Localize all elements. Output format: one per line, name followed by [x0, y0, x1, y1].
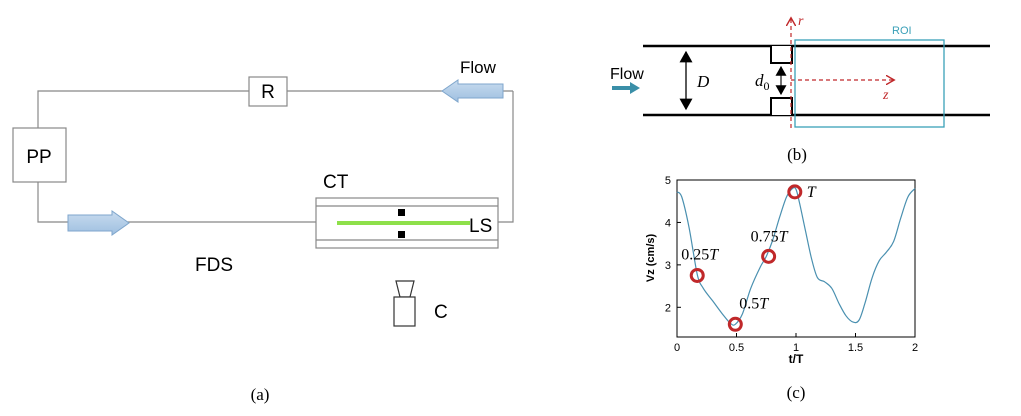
- stenosis-top: [770, 46, 793, 64]
- fds-label: FDS: [195, 255, 233, 276]
- y-tick-label: 4: [665, 217, 671, 229]
- timepoint-label: T: [807, 184, 817, 201]
- c-label: C: [434, 302, 448, 323]
- panel-a-flow-diagram: PP R Flow CT LS FDS C (a): [12, 58, 514, 404]
- circuit-line: [498, 91, 514, 223]
- circuit-line: [37, 90, 249, 128]
- x-axis-label: t/T: [789, 352, 804, 366]
- x-tick-group: 0 0.5 1 1.5 2: [674, 333, 918, 354]
- ct-label: CT: [323, 172, 349, 193]
- stenosis-marker: [398, 209, 405, 216]
- x-tick-label: 2: [912, 342, 918, 354]
- x-tick-label: 0.5: [729, 342, 744, 354]
- x-tick-label: 1.5: [848, 342, 863, 354]
- timepoint-marker: [727, 316, 743, 332]
- r-label: R: [261, 82, 275, 103]
- flow-label-b: Flow: [610, 66, 644, 83]
- d0-label: d0: [755, 71, 770, 93]
- y-tick-label: 3: [665, 260, 671, 272]
- timepoint-label: 0.75T: [751, 228, 789, 245]
- y-tick-group: 2 3 4 5: [665, 175, 681, 314]
- flow-arrow-icon: [441, 79, 504, 103]
- panel-b-caption: (b): [787, 145, 807, 164]
- panel-c-caption: (c): [787, 383, 806, 402]
- timepoint-marker: [761, 248, 777, 264]
- stenosis-bottom: [770, 97, 793, 115]
- panel-a-caption: (a): [251, 385, 270, 404]
- y-tick-label: 5: [665, 175, 671, 187]
- timepoint-label: 0.25T: [681, 246, 719, 263]
- flow-label-a: Flow: [460, 58, 497, 77]
- stenosis-marker: [398, 231, 405, 238]
- marker-group: 0.25T 0.5T 0.75T T: [681, 184, 817, 332]
- pp-label: PP: [26, 147, 51, 168]
- flow-arrow-icon: [612, 82, 640, 94]
- timepoint-marker: [787, 184, 803, 200]
- timepoint-marker: [689, 267, 705, 283]
- x-tick-label: 1: [793, 342, 799, 354]
- d-label: D: [696, 72, 710, 91]
- circuit-line: [37, 182, 316, 223]
- y-axis-label: Vz (cm/s): [645, 234, 657, 283]
- flow-arrow-icon: [67, 210, 130, 236]
- plot-frame: [676, 179, 916, 338]
- z-axis-label: z: [882, 88, 889, 103]
- roi-label: ROI: [892, 25, 912, 37]
- peristaltic-pump-box: [12, 127, 67, 183]
- camera-icon: [393, 280, 416, 327]
- timepoint-label: 0.5T: [739, 295, 769, 312]
- ls-label: LS: [469, 216, 492, 237]
- panel-b-geometry: D d0 Flow r z ROI (b): [610, 14, 990, 164]
- roi-box: [794, 39, 945, 128]
- reservoir-box: [248, 76, 288, 107]
- velocity-series-line: [676, 186, 916, 326]
- r-axis-label: r: [798, 14, 804, 29]
- y-tick-label: 2: [665, 302, 671, 314]
- velocity-chart: 2 3 4 5 0 0.5 1 1.5 2 0.25T 0.5T 0.75T T Vz (cm/s)…: [645, 175, 918, 402]
- x-tick-label: 0: [674, 342, 680, 354]
